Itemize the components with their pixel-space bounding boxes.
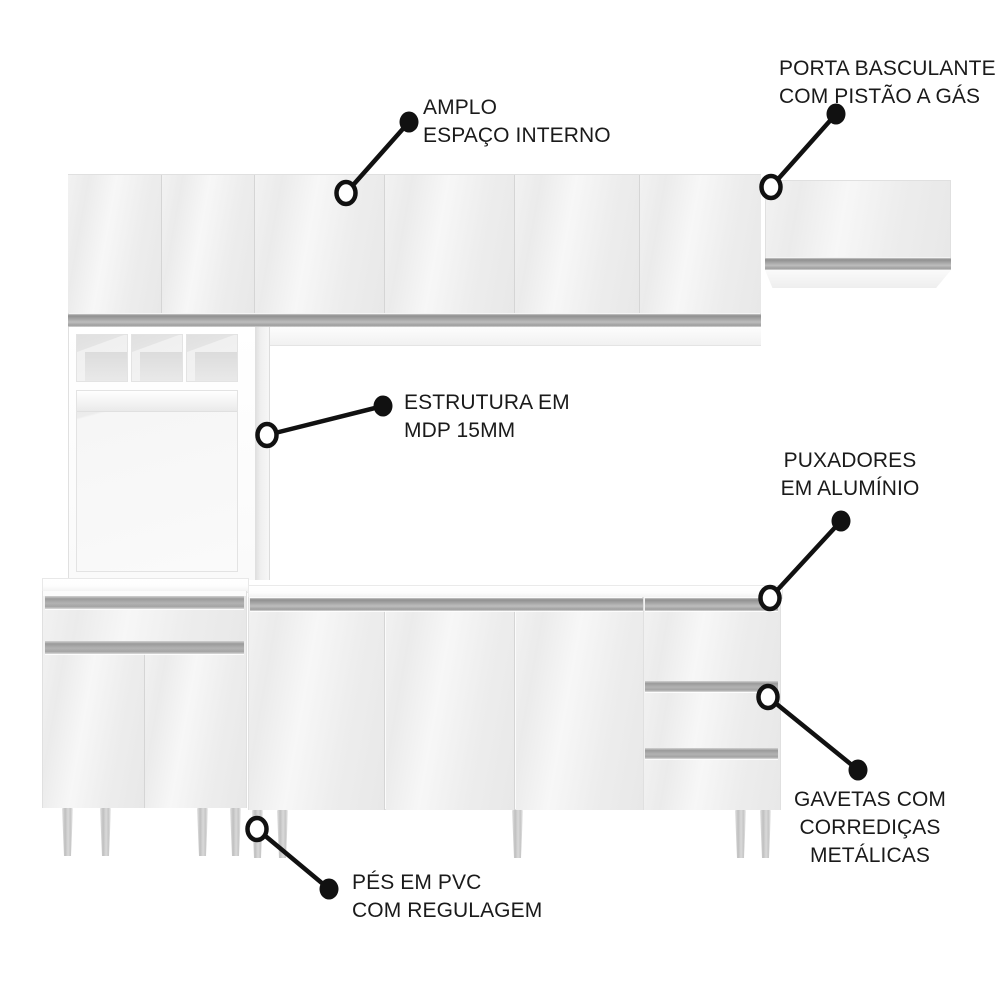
- recess-interior: [77, 391, 237, 571]
- open-niche: [76, 334, 128, 382]
- callout-label-porta-basculante: PORTA BASCULANTE COM PISTÃO A GÁS: [779, 57, 996, 108]
- pvc-leg: [197, 808, 208, 856]
- pvc-leg: [62, 808, 73, 856]
- wall-cabinet-door: [68, 175, 162, 313]
- base-center-door: [516, 598, 643, 810]
- callout-label-estrutura-mdp: ESTRUTURA EM MDP 15MM: [404, 391, 570, 442]
- wall-cabinet-door: [385, 175, 515, 313]
- callout-leader-line: [264, 403, 386, 438]
- callout-leader-line: [765, 694, 861, 773]
- basculante-cabinet-underside: [765, 270, 951, 288]
- callout-leader-line: [768, 111, 839, 190]
- callout-label-amplo-espaco: AMPLO ESPAÇO INTERNO: [423, 96, 611, 147]
- callout-leader-line: [254, 826, 332, 892]
- basculante-cabinet-handle-strip: [765, 258, 951, 270]
- callout-label-dot: [848, 759, 868, 781]
- niche-interior: [187, 335, 237, 381]
- wall-cabinet-handle-strip: [68, 314, 761, 327]
- wall-cabinet-door: [162, 175, 255, 313]
- callout-label-dot: [319, 878, 339, 900]
- callout-label-dot: [399, 111, 419, 133]
- callout-label-dot: [373, 395, 393, 417]
- callout-label-pes-pvc: PÉS EM PVC COM REGULAGEM: [352, 871, 543, 922]
- wall-cabinet-door: [640, 175, 761, 313]
- base-center-door: [249, 598, 385, 810]
- base-drawer-front: [644, 598, 780, 681]
- niche-interior: [77, 335, 127, 381]
- base-drawer-handle: [645, 748, 778, 759]
- base-center-handle-strip: [250, 598, 643, 611]
- pvc-leg: [760, 810, 771, 858]
- pvc-leg: [735, 810, 746, 858]
- base-left-drawer-handle: [45, 596, 244, 609]
- recess-top-shelf: [77, 391, 237, 412]
- wall-cabinet-underside: [255, 327, 761, 346]
- base-left-door-handle: [45, 641, 244, 654]
- wall-cabinet-door: [515, 175, 640, 313]
- open-niche: [186, 334, 238, 382]
- pvc-leg: [100, 808, 111, 856]
- pvc-leg: [230, 808, 241, 856]
- callout-label-dot: [831, 510, 851, 532]
- tall-column-side-panel: [255, 327, 270, 580]
- basculante-cabinet-door: [766, 181, 950, 257]
- open-niche: [131, 334, 183, 382]
- callout-label-puxadores: PUXADORES EM ALUMÍNIO: [780, 449, 920, 500]
- base-left-door: [145, 641, 246, 808]
- pvc-leg: [277, 810, 288, 858]
- callout-label-gavetas: GAVETAS COM CORREDIÇAS METÁLICAS: [793, 788, 946, 867]
- wall-cabinet-door: [255, 175, 385, 313]
- base-drawer-handle: [645, 681, 778, 692]
- base-center-door: [386, 598, 515, 810]
- base-drawer-handle: [645, 598, 778, 611]
- base-left-door: [43, 641, 145, 808]
- pvc-leg: [512, 810, 523, 858]
- open-recess-paneleiro: [76, 390, 238, 572]
- niche-interior: [132, 335, 182, 381]
- pvc-leg: [252, 810, 263, 858]
